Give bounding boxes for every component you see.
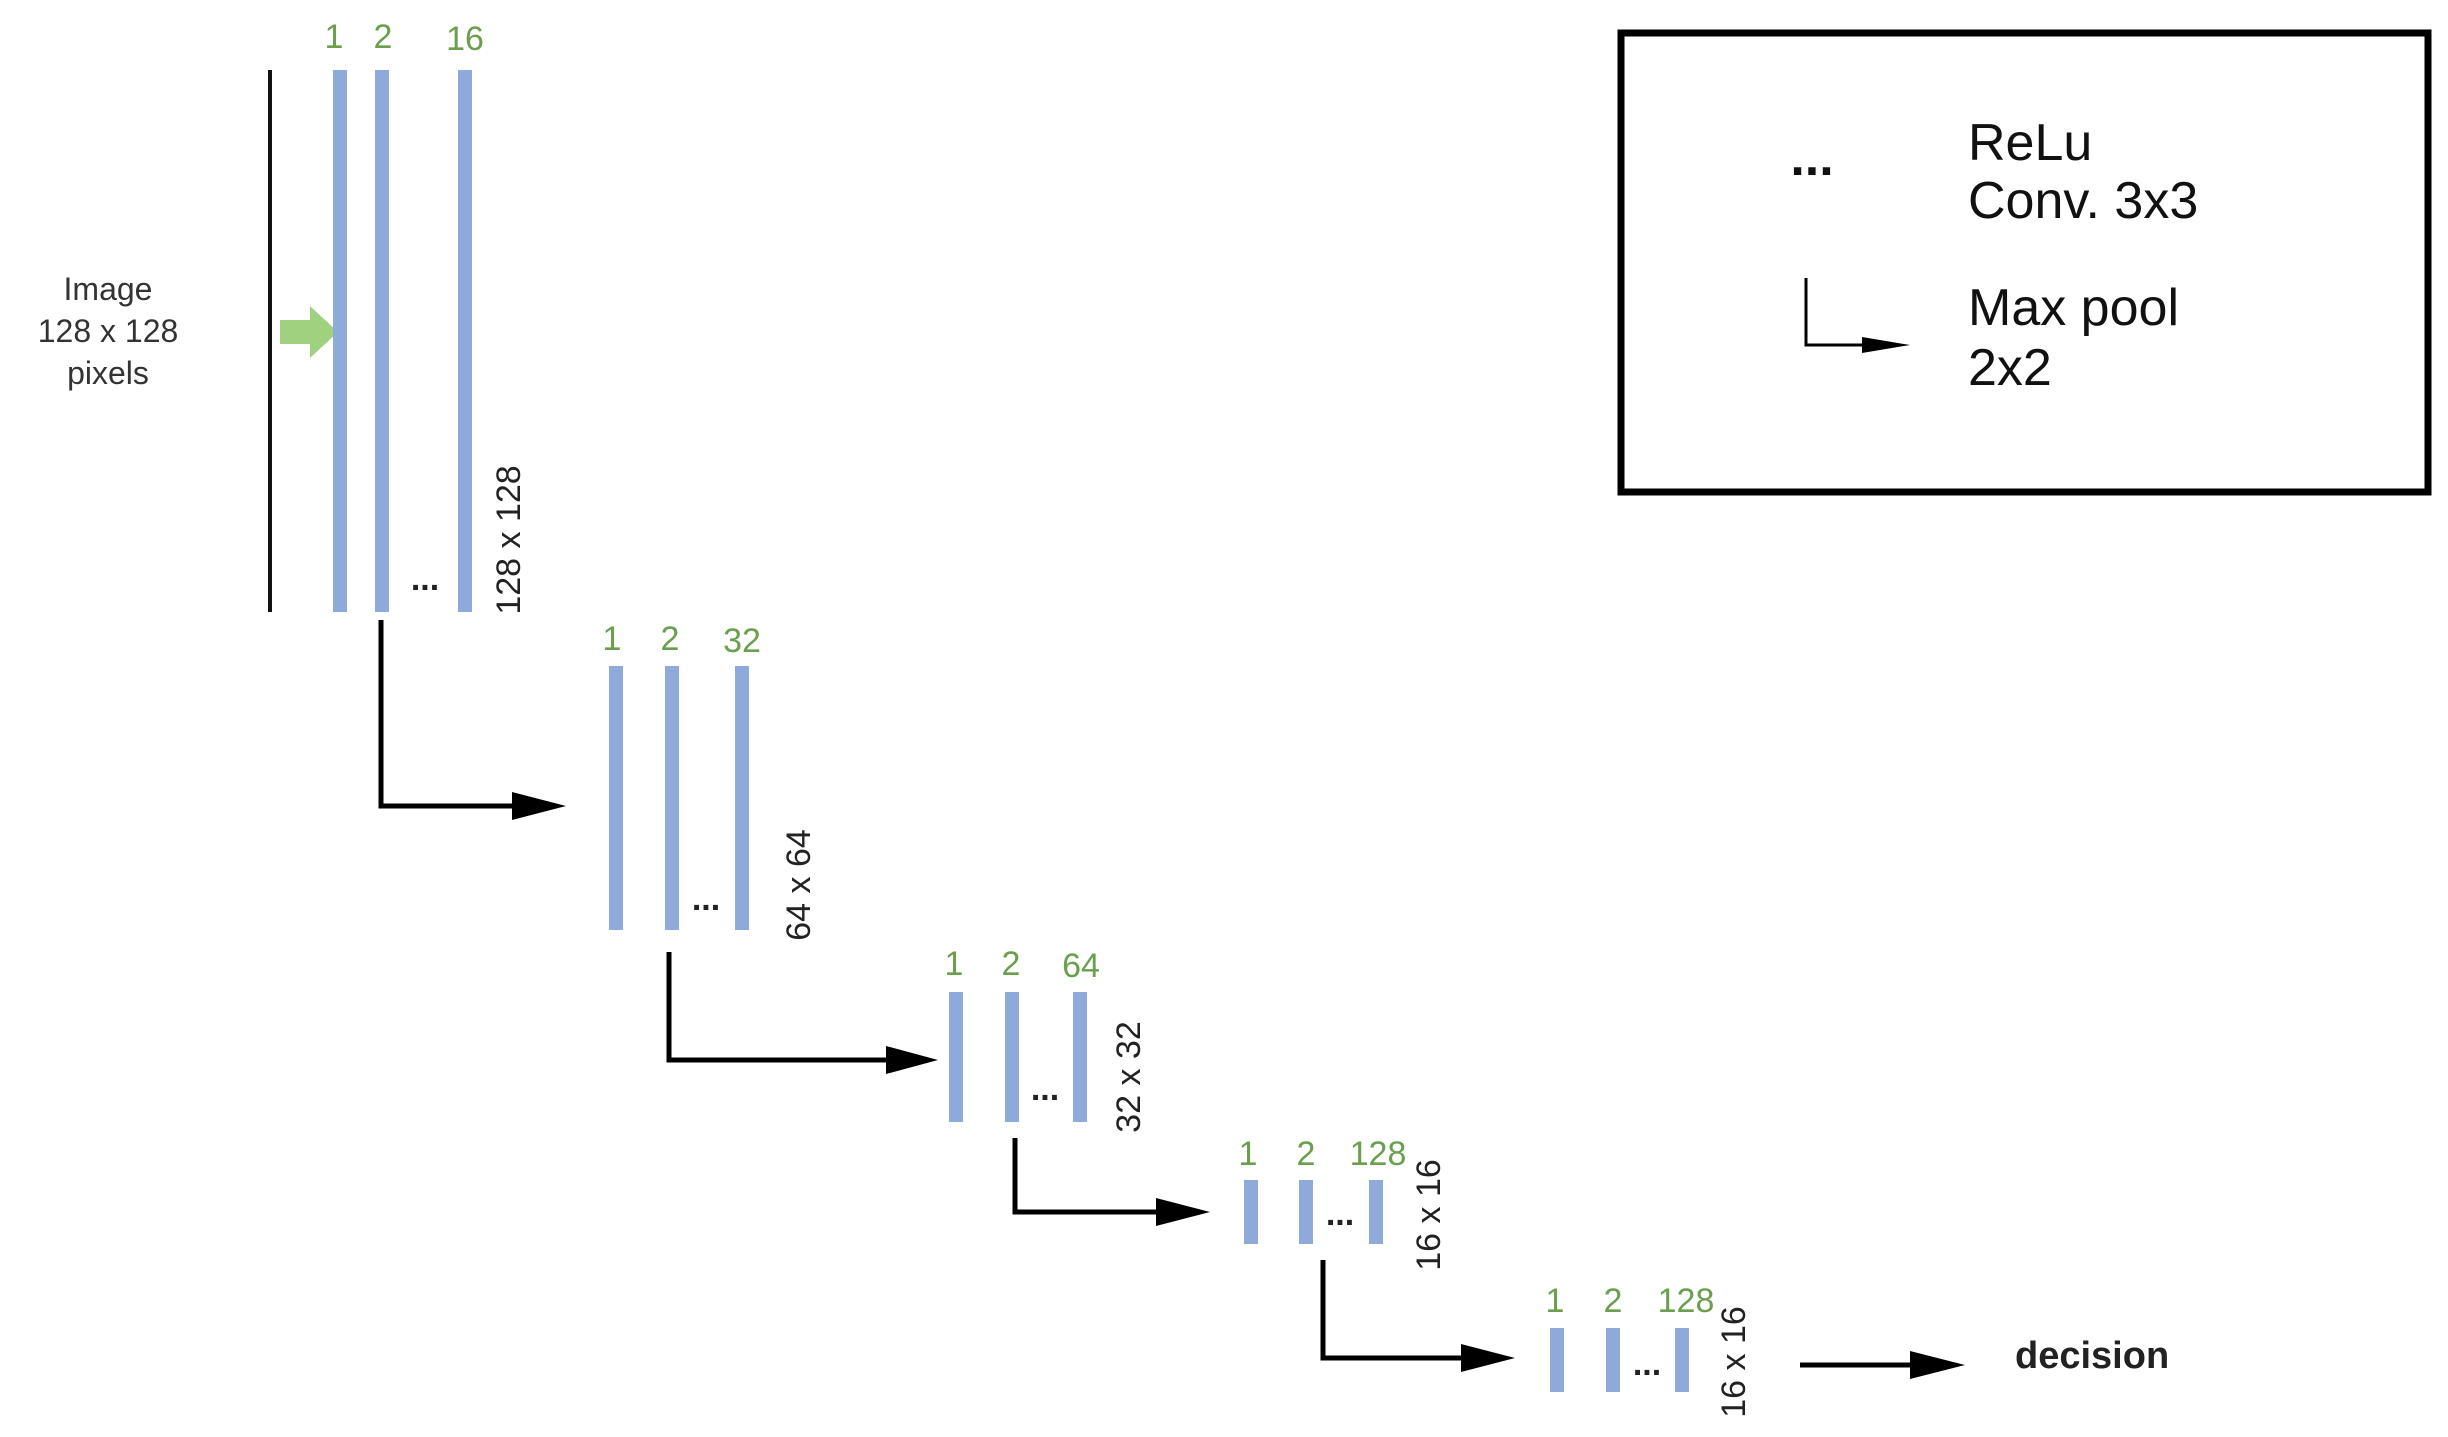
stage-4-size-label: 16 x 16 xyxy=(1410,1159,1448,1271)
maxpool-arrow-1 xyxy=(378,620,566,820)
input-image: Image 128 x 128 pixels xyxy=(38,70,338,612)
stage-4-channel-label: 1 xyxy=(1239,1135,1258,1173)
stage-1-channel-bar xyxy=(458,70,472,612)
legend-pool-line-1: Max pool xyxy=(1968,279,2179,337)
stage-1-feature-maps: 1 2 16 ... 128 x 128 xyxy=(325,18,528,615)
input-arrow-icon xyxy=(280,306,338,358)
stage-3-size-label: 32 x 32 xyxy=(1110,1021,1148,1133)
arrow-head-icon xyxy=(886,1046,938,1074)
arrow-head-icon xyxy=(1156,1198,1210,1226)
stage-5-size-label: 16 x 16 xyxy=(1715,1306,1753,1418)
decision-output: decision xyxy=(1800,1335,2169,1379)
stage-1-channel-label: 16 xyxy=(446,20,484,58)
stage-4-ellipsis: ... xyxy=(1326,1195,1354,1233)
stage-3-feature-maps: 1 2 64 ... 32 x 32 xyxy=(945,945,1148,1133)
arrow-head-icon xyxy=(1910,1351,1965,1379)
stage-5-channel-label: 128 xyxy=(1658,1282,1715,1320)
stage-5-channel-bar xyxy=(1550,1328,1564,1392)
stage-1-size-label: 128 x 128 xyxy=(490,465,528,614)
stage-2-channel-label: 1 xyxy=(603,620,622,658)
stage-3-channel-label: 1 xyxy=(945,945,964,983)
stage-1-channel-label: 1 xyxy=(325,18,344,56)
input-label-line-3: pixels xyxy=(67,355,149,391)
stage-4-channel-label: 2 xyxy=(1297,1135,1316,1173)
legend: ... ReLu Conv. 3x3 Max pool 2x2 xyxy=(1617,29,2432,496)
legend-arrow-head-icon xyxy=(1862,337,1910,353)
stage-3-channel-label: 64 xyxy=(1062,947,1100,985)
input-label-line-1: Image xyxy=(64,271,153,307)
stage-4-channel-bar xyxy=(1369,1180,1383,1244)
stage-5-channel-label: 2 xyxy=(1604,1282,1623,1320)
arrow-head-icon xyxy=(512,792,566,820)
stage-1-channel-bar xyxy=(333,70,347,612)
maxpool-arrow-3 xyxy=(1012,1138,1210,1226)
legend-conv-symbol: ... xyxy=(1790,129,1833,187)
stage-3-channel-bar xyxy=(949,992,963,1122)
stage-4-channel-label: 128 xyxy=(1350,1135,1407,1173)
stage-1-channel-bar xyxy=(375,70,389,612)
stage-1-channel-label: 2 xyxy=(374,18,393,56)
stage-5-feature-maps: 1 2 128 ... 16 x 16 xyxy=(1546,1282,1753,1418)
legend-conv-line-2: Conv. 3x3 xyxy=(1968,172,2198,230)
stage-3-channel-bar xyxy=(1005,992,1019,1122)
stage-5-ellipsis: ... xyxy=(1633,1345,1661,1383)
legend-maxpool-arrow-line xyxy=(1804,278,1865,347)
stage-5-channel-bar xyxy=(1675,1328,1689,1392)
arrow-head-icon xyxy=(1461,1344,1515,1372)
stage-3-channel-label: 2 xyxy=(1002,945,1021,983)
stage-4-channel-bar xyxy=(1299,1180,1313,1244)
stage-5-channel-bar xyxy=(1606,1328,1620,1392)
maxpool-arrow-2 xyxy=(666,952,938,1074)
stage-2-feature-maps: 1 2 32 ... 64 x 64 xyxy=(603,620,818,941)
stage-4-feature-maps: 1 2 128 ... 16 x 16 xyxy=(1239,1135,1448,1271)
stage-2-channel-bar xyxy=(735,666,749,930)
stage-4-channel-bar xyxy=(1244,1180,1258,1244)
legend-box xyxy=(1617,29,2432,496)
input-label-line-2: 128 x 128 xyxy=(38,313,179,349)
stage-2-size-label: 64 x 64 xyxy=(780,829,818,941)
stage-3-channel-bar xyxy=(1073,992,1087,1122)
maxpool-arrow-4 xyxy=(1320,1260,1515,1372)
stage-2-channel-bar xyxy=(665,666,679,930)
legend-pool-line-2: 2x2 xyxy=(1968,339,2052,397)
stage-2-channel-label: 2 xyxy=(661,620,680,658)
stage-3-ellipsis: ... xyxy=(1031,1070,1059,1108)
stage-2-ellipsis: ... xyxy=(692,880,720,918)
stage-1-ellipsis: ... xyxy=(411,560,439,598)
stage-2-channel-label: 32 xyxy=(723,622,761,660)
decision-label: decision xyxy=(2015,1335,2169,1377)
legend-conv-line-1: ReLu xyxy=(1968,114,2092,172)
stage-5-channel-label: 1 xyxy=(1546,1282,1565,1320)
stage-2-channel-bar xyxy=(609,666,623,930)
